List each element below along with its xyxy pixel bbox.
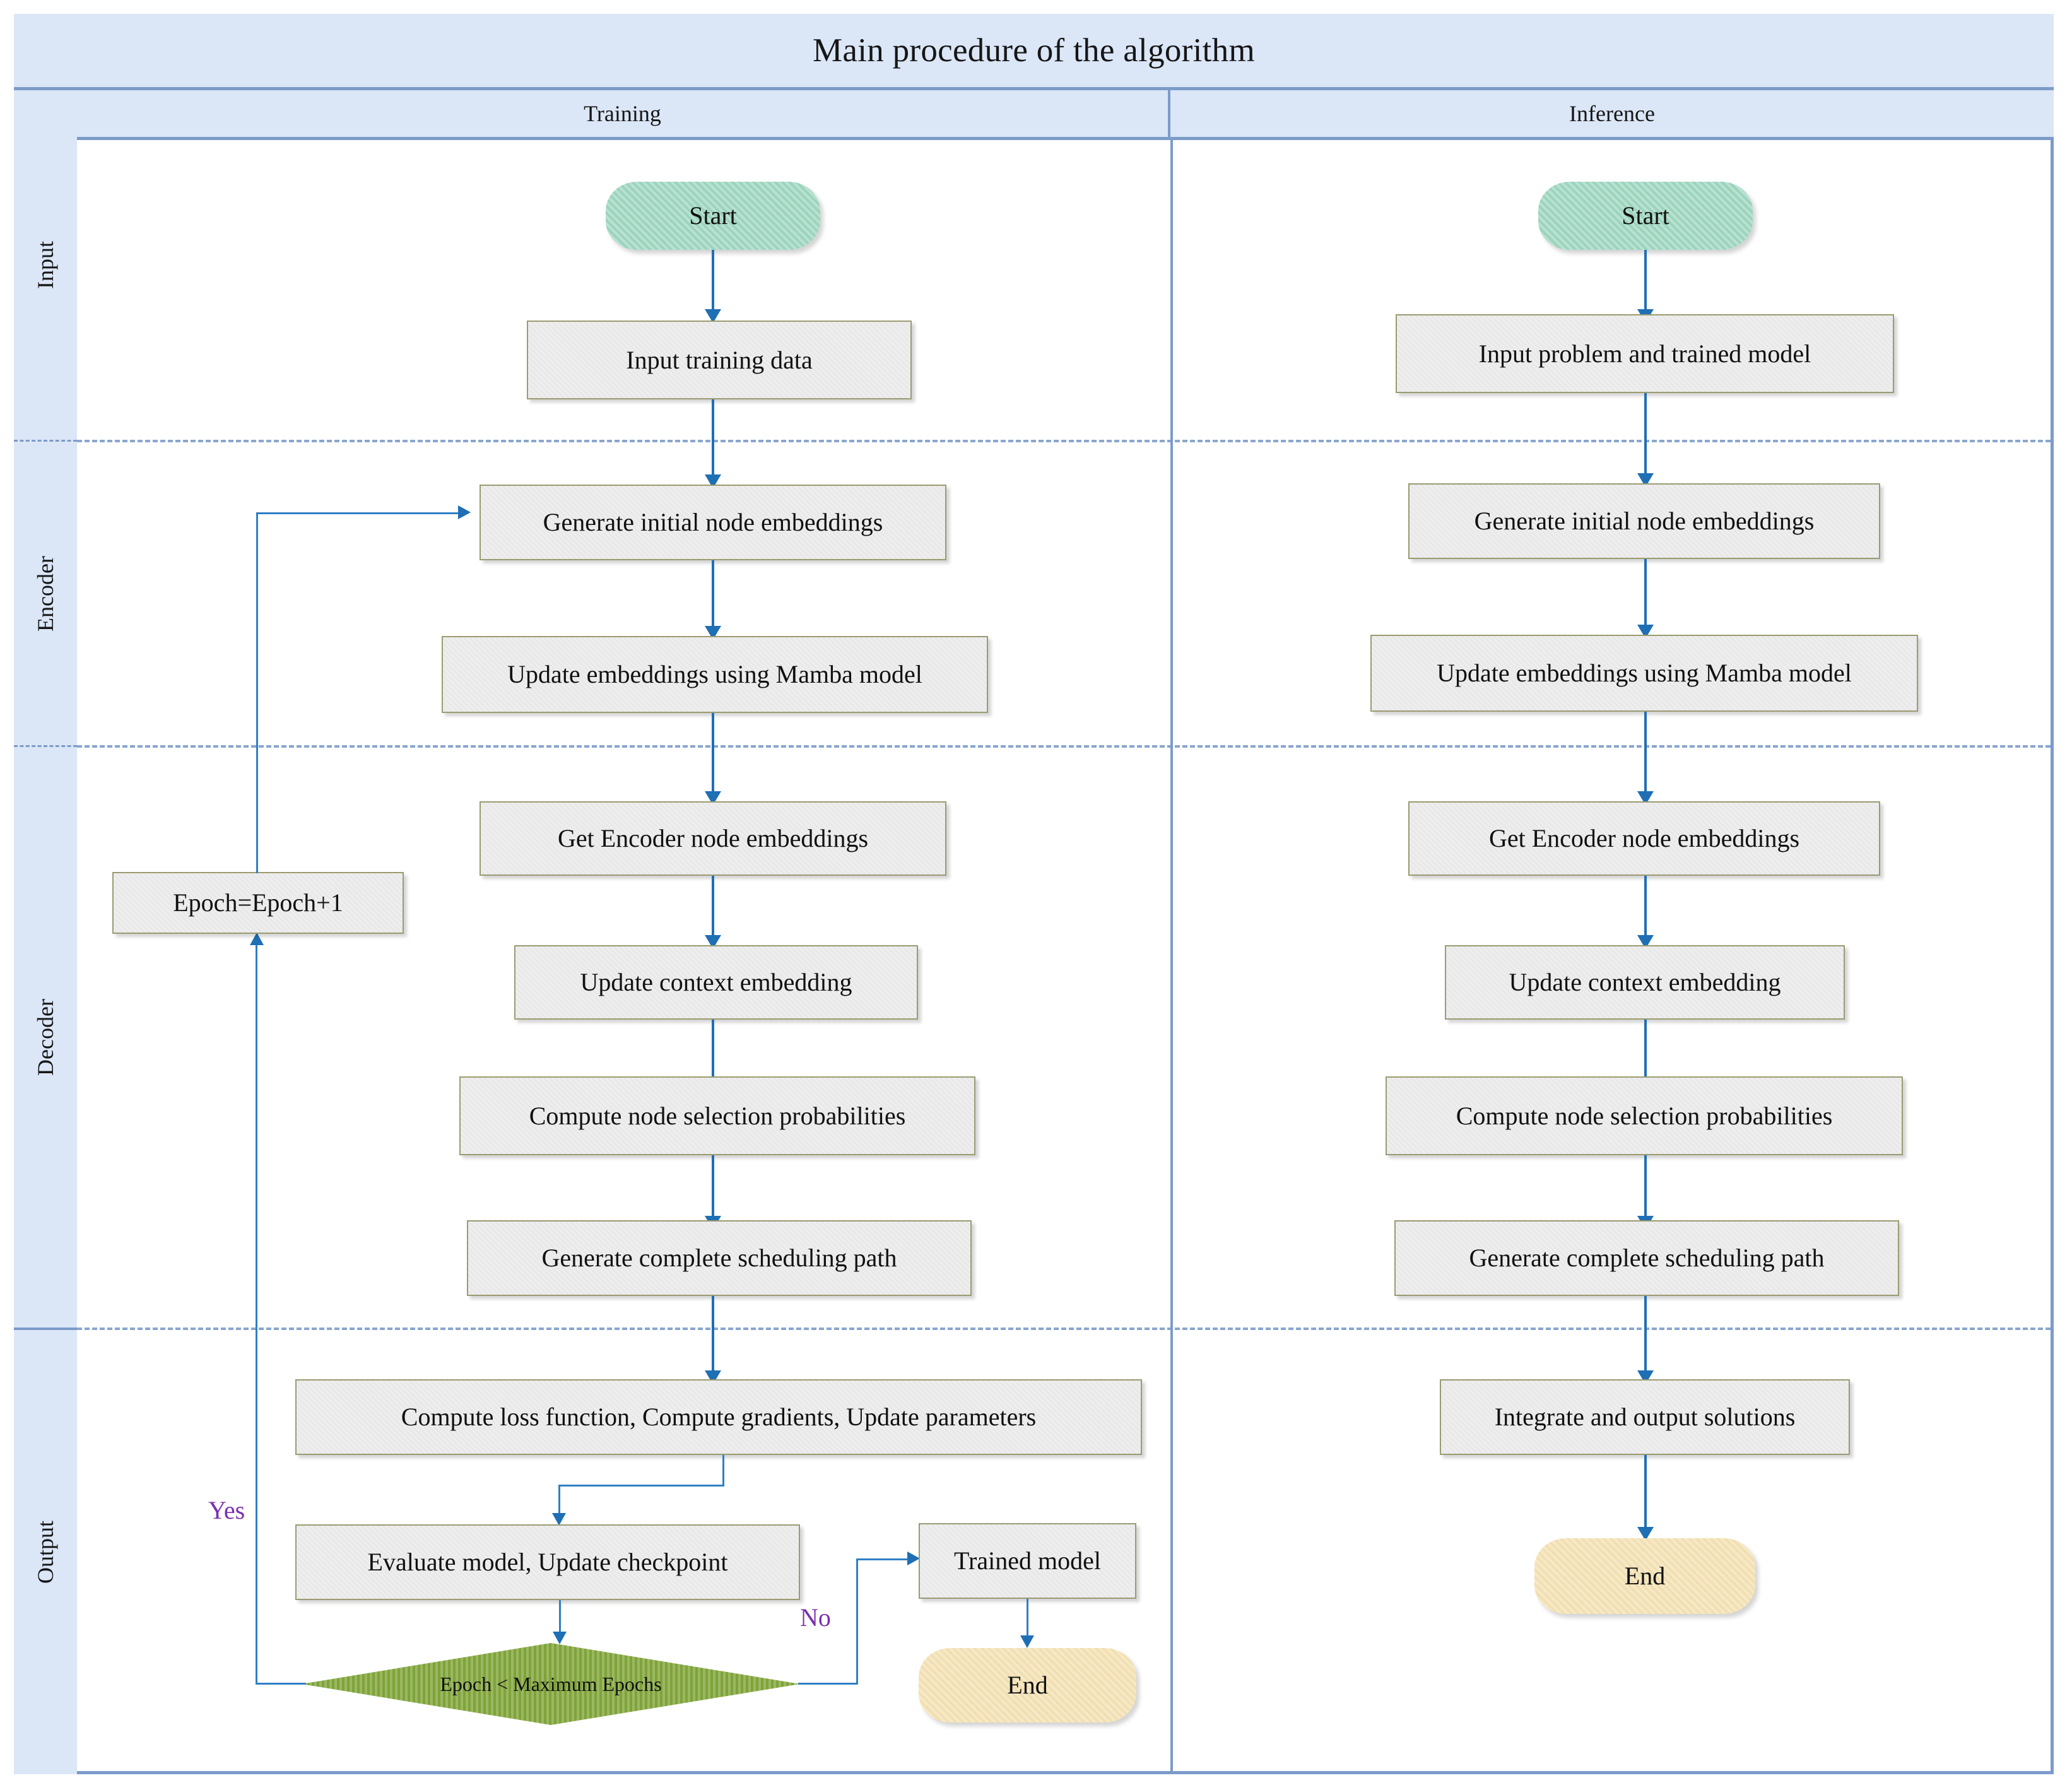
inference-start-node[interactable]: Start: [1538, 182, 1753, 250]
inference-edge-input-to-genembed: [1644, 393, 1647, 483]
training-edge-updctx-to-probs: [712, 1020, 714, 1089]
training-evaluate-node[interactable]: Evaluate model, Update checkpoint: [295, 1524, 800, 1600]
inference-arrowhead-9: [1637, 1527, 1654, 1541]
training-update-embeddings-node[interactable]: Update embeddings using Mamba model: [442, 636, 988, 713]
training-no-edge-h1: [798, 1683, 858, 1685]
stage-label-output: Output: [14, 1328, 77, 1774]
inference-update-context-node[interactable]: Update context embedding: [1445, 945, 1845, 1020]
training-arrowhead-yes: [250, 933, 264, 945]
inference-edge-updembed-to-getenc: [1644, 712, 1647, 801]
training-arrowhead-loop: [458, 505, 471, 519]
training-no-label: No: [800, 1603, 831, 1632]
stage-label-input-text: Input: [33, 241, 58, 289]
column-header-training: Training: [77, 90, 1170, 137]
inference-generate-path-node[interactable]: Generate complete scheduling path: [1394, 1220, 1899, 1296]
training-no-edge-v: [856, 1558, 858, 1685]
stage-label-encoder-text: Encoder: [33, 555, 58, 632]
training-arrowhead-no: [907, 1552, 920, 1565]
inference-compute-probabilities-node[interactable]: Compute node selection probabilities: [1386, 1076, 1903, 1155]
inference-get-encoder-node[interactable]: Get Encoder node embeddings: [1408, 801, 1880, 876]
training-generate-path-node[interactable]: Generate complete scheduling path: [467, 1220, 972, 1296]
training-edge-genembed-to-updembed: [712, 560, 714, 636]
inference-generate-embeddings-node[interactable]: Generate initial node embeddings: [1408, 483, 1880, 559]
training-no-edge-h2: [856, 1558, 916, 1560]
inference-edge-start-to-input: [1644, 250, 1647, 319]
training-edge-loss-elbow-h: [558, 1485, 724, 1487]
training-arrowhead-10: [553, 1632, 567, 1644]
training-input-data-node[interactable]: Input training data: [527, 321, 912, 399]
inference-end-node[interactable]: End: [1534, 1538, 1755, 1614]
column-header-inference: Inference: [1569, 101, 1655, 126]
stage-label-decoder-text: Decoder: [33, 999, 59, 1076]
training-edge-probs-to-path: [712, 1155, 714, 1226]
stage-label-output-text: Output: [33, 1520, 59, 1584]
inference-edge-integrate-to-end: [1644, 1455, 1647, 1537]
inference-edge-updctx-to-probs: [1644, 1020, 1647, 1089]
inference-edge-probs-to-path: [1644, 1155, 1647, 1226]
training-edge-eval-to-decision: [559, 1600, 561, 1639]
training-loop-edge-h: [256, 512, 466, 514]
training-start-node[interactable]: Start: [606, 182, 820, 250]
training-edge-updembed-to-getenc: [712, 713, 714, 801]
stage-label-input: Input: [14, 90, 77, 440]
stage-label-decoder: Decoder: [14, 745, 77, 1328]
inference-input-node[interactable]: Input problem and trained model: [1396, 314, 1894, 393]
inference-edge-getenc-to-updctx: [1644, 876, 1647, 945]
training-yes-edge-v: [256, 945, 257, 1685]
training-edge-start-to-input: [712, 250, 714, 319]
training-generate-embeddings-node[interactable]: Generate initial node embeddings: [480, 485, 946, 560]
inference-edge-path-to-integrate: [1644, 1296, 1647, 1381]
training-compute-loss-node[interactable]: Compute loss function, Compute gradients…: [295, 1379, 1142, 1455]
training-end-node[interactable]: End: [919, 1648, 1136, 1722]
stage-separator-decoder-output: [77, 1328, 2051, 1330]
training-edge-input-to-genembed: [712, 399, 714, 485]
column-header-row: Training Inference: [77, 90, 2054, 140]
training-arrowhead-1: [705, 309, 721, 323]
training-get-encoder-node[interactable]: Get Encoder node embeddings: [480, 801, 946, 876]
inference-update-embeddings-node[interactable]: Update embeddings using Mamba model: [1370, 635, 1918, 712]
training-edge-path-to-loss: [712, 1296, 714, 1381]
training-trained-model-node[interactable]: Trained model: [919, 1523, 1136, 1599]
training-edge-loss-elbow-v1: [722, 1455, 724, 1487]
page-title: Main procedure of the algorithm: [812, 32, 1256, 69]
training-yes-label: Yes: [208, 1496, 245, 1524]
training-epoch-increment-node[interactable]: Epoch=Epoch+1: [112, 872, 404, 934]
stage-label-encoder: Encoder: [14, 440, 77, 745]
training-arrowhead-9: [552, 1513, 566, 1526]
inference-edge-genembed-to-updembed: [1644, 559, 1647, 633]
training-yes-edge-h1: [256, 1683, 306, 1685]
training-update-context-node[interactable]: Update context embedding: [514, 945, 918, 1020]
training-edge-loss-elbow-v2: [558, 1485, 560, 1522]
training-edge-getenc-to-updctx: [712, 876, 714, 945]
stage-separator-input-encoder: [77, 440, 2051, 442]
lane-divider: [1170, 140, 1173, 1774]
diagram-title-band: Main procedure of the algorithm: [14, 14, 2054, 90]
training-compute-probabilities-node[interactable]: Compute node selection probabilities: [459, 1076, 975, 1155]
stage-separator-encoder-decoder: [77, 745, 2051, 748]
inference-integrate-node[interactable]: Integrate and output solutions: [1440, 1379, 1850, 1455]
training-arrowhead-11: [1020, 1635, 1034, 1648]
training-loop-edge-v: [256, 512, 258, 873]
training-edge-trained-to-end: [1027, 1599, 1028, 1642]
